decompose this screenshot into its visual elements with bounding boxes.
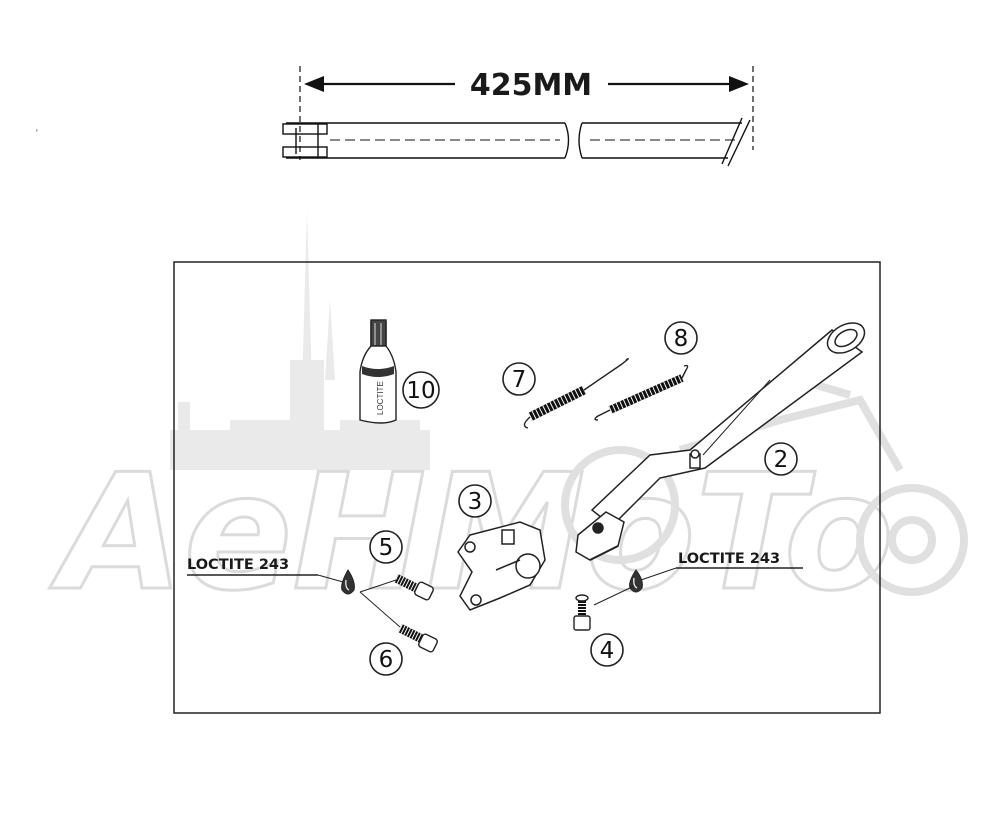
callout-10: 10 (402, 371, 440, 409)
svg-text:8: 8 (674, 326, 689, 352)
dimension-tick-mark: ' (36, 128, 38, 138)
arrowhead-right (729, 76, 749, 92)
diagram-frame (173, 261, 881, 714)
stand-bar-drawing (282, 117, 751, 167)
callout-2: 2 (764, 442, 798, 476)
leader-line-loctite-right (640, 567, 677, 581)
svg-text:6: 6 (379, 647, 394, 673)
dimension-label: 425MM (470, 68, 592, 103)
leader-line-loctite-left (317, 574, 344, 583)
bottle-label: LOCTITE (376, 381, 385, 415)
dimension-drawing (282, 66, 754, 167)
spring-long (594, 364, 689, 421)
callout-5: 5 (369, 530, 403, 564)
leader-line-2 (702, 379, 771, 456)
bolt-6 (397, 623, 438, 653)
spring-short (523, 357, 629, 429)
loctite-label-left: LOCTITE 243 (187, 557, 289, 573)
callout-4: 4 (590, 633, 624, 667)
bolt-5 (393, 573, 434, 601)
watermark-skyline (170, 210, 430, 470)
callout-7: 7 (502, 362, 536, 396)
callout-6: 6 (369, 642, 403, 676)
svg-text:3: 3 (468, 489, 483, 515)
leader-line-5 (359, 579, 397, 593)
leader-line-6 (359, 591, 401, 628)
svg-text:5: 5 (379, 535, 394, 561)
arrowhead-left (304, 76, 324, 92)
callout-8: 8 (664, 321, 698, 355)
stand-bracket (457, 521, 546, 611)
loctite-label-right: LOCTITE 243 (678, 551, 780, 567)
svg-text:7: 7 (512, 367, 527, 393)
threadlocker-bottle (359, 319, 397, 424)
leader-line-4 (593, 585, 635, 606)
svg-text:2: 2 (774, 447, 789, 473)
svg-text:4: 4 (600, 638, 615, 664)
pivot-bolt (573, 594, 591, 631)
callout-3: 3 (458, 484, 492, 518)
svg-text:10: 10 (406, 378, 435, 404)
